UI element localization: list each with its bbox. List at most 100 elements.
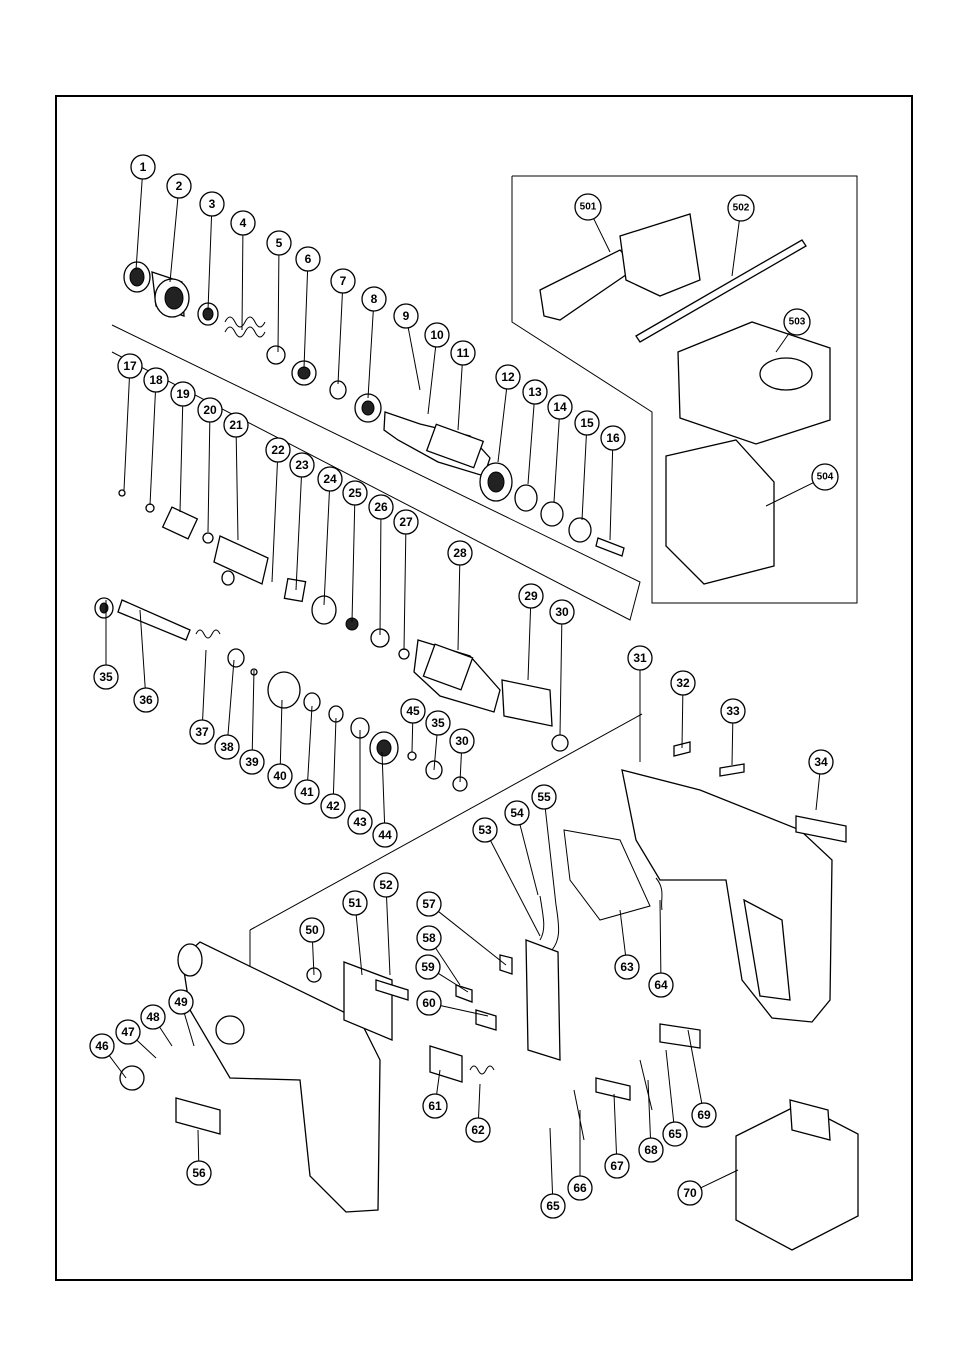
leader-p65a (666, 1050, 674, 1122)
leader-p42 (333, 718, 336, 794)
callout-number: 8 (371, 292, 378, 306)
callout-p14: 14 (548, 395, 572, 419)
leader-p14 (554, 419, 559, 502)
callout-number: 42 (326, 799, 340, 813)
leader-p17 (124, 378, 129, 490)
callout-p32: 32 (671, 671, 695, 695)
callout-number: 22 (271, 443, 285, 457)
leader-p34 (816, 774, 820, 810)
callout-number: 65 (546, 1199, 560, 1213)
callout-p25: 25 (343, 481, 367, 505)
callout-p4: 4 (231, 211, 255, 235)
callout-number: 36 (139, 693, 153, 707)
leader-p51 (356, 915, 362, 975)
leader-p46 (109, 1056, 126, 1078)
callout-p26: 26 (369, 495, 393, 519)
leader-p55 (545, 809, 556, 905)
callout-p56: 56 (187, 1161, 211, 1185)
callout-p67: 67 (605, 1154, 629, 1178)
callout-p36: 36 (134, 688, 158, 712)
callout-number: 57 (422, 897, 436, 911)
callout-p20: 20 (198, 398, 222, 422)
leader-p23 (296, 477, 301, 590)
callout-p42: 42 (321, 794, 345, 818)
leader-p25 (352, 505, 355, 622)
callout-number: 34 (814, 755, 828, 769)
callout-number: 6 (305, 252, 312, 266)
leader-p26 (380, 519, 381, 635)
leader-p6 (304, 271, 308, 368)
leader-p64 (660, 900, 661, 973)
callout-p11: 11 (451, 341, 475, 365)
callout-p63: 63 (615, 955, 639, 979)
callout-number: 35 (431, 716, 445, 730)
callout-p29: 29 (519, 584, 543, 608)
callout-number: 33 (726, 704, 740, 718)
callout-number: 5 (276, 236, 283, 250)
callout-p65a: 65 (663, 1122, 687, 1146)
callout-p47: 47 (116, 1020, 140, 1044)
leader-p41 (308, 706, 312, 780)
callout-number: 30 (555, 605, 569, 619)
callout-p28: 28 (448, 541, 472, 565)
callout-p35a: 35 (94, 665, 118, 689)
leader-p54 (520, 825, 538, 895)
callout-number: 20 (203, 403, 217, 417)
left-housing (120, 942, 408, 1212)
leader-p28 (458, 565, 460, 650)
callout-number: 55 (537, 790, 551, 804)
callout-number: 32 (676, 676, 690, 690)
callout-number: 60 (422, 996, 436, 1010)
leader-p12 (498, 389, 507, 462)
leader-p45 (412, 723, 413, 752)
callout-p19: 19 (171, 382, 195, 406)
callout-number: 13 (528, 385, 542, 399)
callout-p24: 24 (318, 467, 342, 491)
leader-p10 (428, 347, 436, 414)
callout-number: 70 (683, 1186, 697, 1200)
callout-number: 24 (323, 472, 337, 486)
leader-p60 (441, 1006, 488, 1016)
callout-number: 3 (209, 197, 216, 211)
callout-p2: 2 (167, 174, 191, 198)
callout-p70: 70 (678, 1181, 702, 1205)
callout-p40: 40 (268, 764, 292, 788)
leader-p13 (528, 404, 534, 484)
callout-p23: 23 (290, 453, 314, 477)
callout-number: 28 (453, 546, 467, 560)
leader-p37 (203, 650, 206, 720)
leader-p21 (236, 437, 238, 540)
callout-p61: 61 (423, 1094, 447, 1118)
callout-p37: 37 (190, 720, 214, 744)
callout-p44: 44 (373, 823, 397, 847)
callout-number: 61 (428, 1099, 442, 1113)
callout-p503: 503 (784, 309, 810, 335)
callout-number: 69 (697, 1108, 711, 1122)
leader-p39 (252, 670, 254, 750)
callout-p50: 50 (300, 918, 324, 942)
callout-number: 30 (455, 734, 469, 748)
callout-number: 37 (195, 725, 209, 739)
callout-number: 62 (471, 1123, 485, 1137)
callout-p504: 504 (812, 464, 838, 490)
callout-p54: 54 (505, 801, 529, 825)
callout-number: 56 (192, 1166, 206, 1180)
leader-p501 (594, 219, 610, 252)
callout-number: 41 (300, 785, 314, 799)
callout-p66: 66 (568, 1176, 592, 1200)
callout-number: 17 (123, 359, 137, 373)
drive-group-box (112, 325, 640, 620)
callout-p27: 27 (394, 510, 418, 534)
callout-number: 1 (140, 160, 147, 174)
callout-p13: 13 (523, 380, 547, 404)
leader-p52 (387, 897, 390, 975)
callout-p49: 49 (169, 990, 193, 1014)
leader-p11 (458, 365, 462, 430)
callout-number: 47 (121, 1025, 135, 1039)
callout-number: 31 (633, 651, 647, 665)
callout-number: 4 (240, 216, 247, 230)
leader-p32 (682, 695, 683, 748)
leader-p49 (184, 1014, 194, 1046)
callout-number: 26 (374, 500, 388, 514)
